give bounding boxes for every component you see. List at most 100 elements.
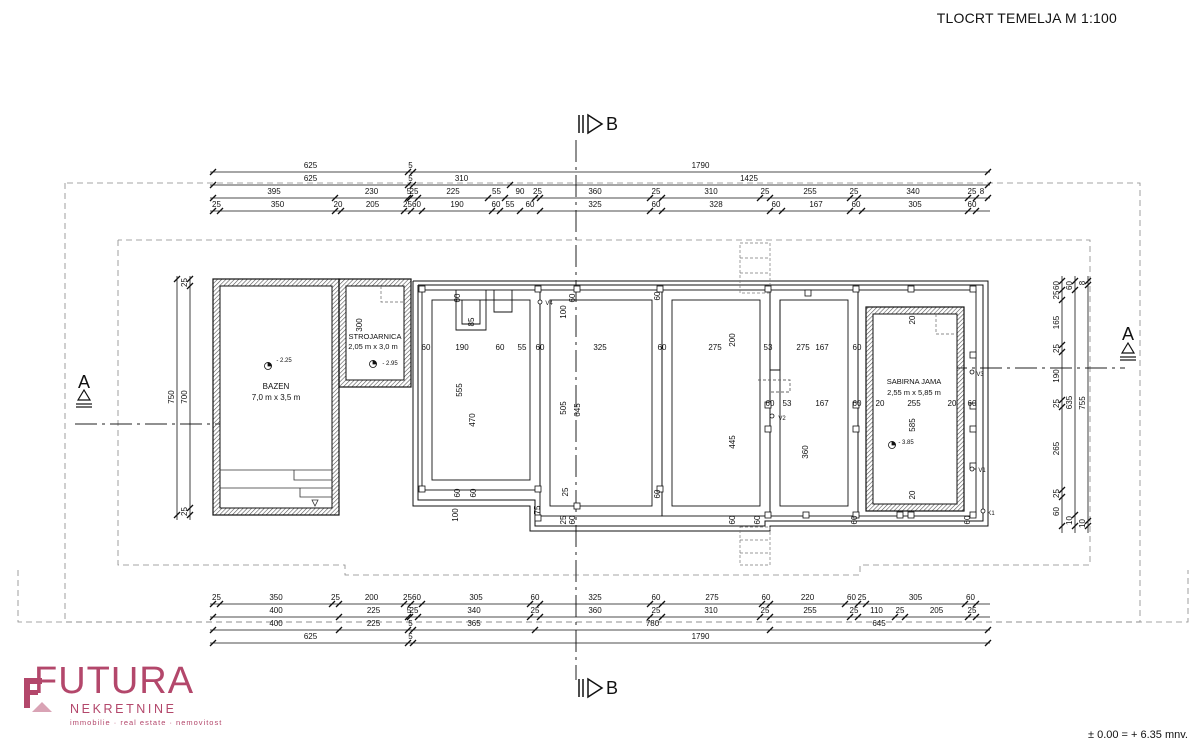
dimension-tick bbox=[418, 207, 426, 215]
dimension-label: 20 bbox=[334, 200, 343, 209]
dimension-tick bbox=[404, 194, 412, 202]
dimension-label: 60 bbox=[412, 200, 421, 209]
dimension-label: 60 bbox=[453, 293, 462, 302]
septic-size: 2,55 m x 5,85 m bbox=[887, 388, 941, 397]
dimension-tick bbox=[404, 181, 412, 189]
dimension-tick bbox=[501, 194, 509, 202]
dimension-label: 190 bbox=[1052, 369, 1061, 383]
dimension-tick bbox=[972, 194, 980, 202]
dimension-label: 365 bbox=[467, 619, 481, 628]
dimension-label: 25 bbox=[212, 200, 221, 209]
dimension-label: 60 bbox=[531, 593, 540, 602]
dimension-label: 1790 bbox=[692, 632, 710, 641]
dimension-tick bbox=[516, 207, 524, 215]
dimension-label: 60 bbox=[847, 593, 856, 602]
dimension-label: 167 bbox=[815, 399, 829, 408]
dimension-tick bbox=[404, 639, 412, 647]
dimension-label: 645 bbox=[573, 403, 582, 417]
dimension-label: 25 bbox=[850, 606, 859, 615]
dimension-tick bbox=[173, 275, 181, 283]
dimension-tick bbox=[1058, 296, 1066, 304]
dimension-tick bbox=[846, 613, 854, 621]
dimension-tick bbox=[964, 207, 972, 215]
elevation-note: ± 0.00 = + 6.35 mnv. bbox=[1087, 729, 1188, 741]
marker-v1: V1 bbox=[978, 468, 986, 474]
dimension-label: 25 bbox=[761, 606, 770, 615]
dimension-label: 25 bbox=[180, 278, 189, 287]
machine-room-name: STROJARNICA bbox=[349, 332, 402, 341]
dimension-label: 360 bbox=[588, 606, 602, 615]
dimension-tick bbox=[984, 181, 992, 189]
dimension-label: 1790 bbox=[692, 161, 710, 170]
dimension-tick bbox=[984, 194, 992, 202]
dimension-label: 167 bbox=[815, 343, 829, 352]
dimension-label: 310 bbox=[704, 606, 718, 615]
logo-subtitle: NEKRETNINE bbox=[70, 702, 177, 716]
dimension-label: 310 bbox=[455, 174, 469, 183]
dimension-tick bbox=[766, 600, 774, 608]
dimension-label: 25 bbox=[850, 187, 859, 196]
dimension-label: 25 bbox=[968, 606, 977, 615]
dimension-label: 625 bbox=[304, 174, 318, 183]
dimension-tick bbox=[536, 613, 544, 621]
dimension-tick bbox=[406, 194, 414, 202]
dimension-label: 350 bbox=[271, 200, 285, 209]
dimension-tick bbox=[1084, 277, 1092, 285]
dimension-label: 25 bbox=[180, 507, 189, 516]
dimension-label: 1425 bbox=[740, 174, 758, 183]
dimension-label: 25 bbox=[410, 187, 419, 196]
dimension-tick bbox=[526, 613, 534, 621]
section-b-markers bbox=[578, 113, 604, 699]
dimension-label: 8 bbox=[980, 187, 985, 196]
dimension-label: 255 bbox=[803, 187, 817, 196]
dimension-tick bbox=[496, 207, 504, 215]
dimension-tick bbox=[646, 613, 654, 621]
dimension-label: 60 bbox=[653, 489, 662, 498]
machine-room-level: - 2.95 bbox=[382, 361, 398, 367]
dimension-label: 55 bbox=[506, 200, 515, 209]
dimension-tick bbox=[1058, 493, 1066, 501]
dimension-tick bbox=[216, 600, 224, 608]
dimension-label: 53 bbox=[764, 343, 773, 352]
dimension-label: 5 bbox=[408, 174, 413, 183]
pool-level: - 2.25 bbox=[276, 358, 292, 364]
dimension-label: 60 bbox=[652, 593, 661, 602]
dimension-tick bbox=[209, 168, 217, 176]
dimension-label: 60 bbox=[966, 593, 975, 602]
dimension-tick bbox=[841, 600, 849, 608]
dimension-label: 60 bbox=[1052, 507, 1061, 516]
dimension-label: 60 bbox=[492, 200, 501, 209]
dimension-tick bbox=[531, 626, 539, 634]
dimension-tick bbox=[1058, 286, 1066, 294]
marker-v3: V3 bbox=[976, 372, 984, 378]
dimension-tick bbox=[972, 600, 980, 608]
foundation-outline bbox=[412, 280, 989, 532]
section-a-markers bbox=[76, 341, 1136, 408]
section-a-label-right: A bbox=[1122, 324, 1134, 344]
dimension-tick bbox=[526, 600, 534, 608]
dimension-tick bbox=[209, 613, 217, 621]
dimension-label: 200 bbox=[365, 593, 379, 602]
dimension-label: 585 bbox=[908, 418, 917, 432]
dimension-label: 625 bbox=[304, 632, 318, 641]
septic-name: SABIRNA JAMA bbox=[887, 377, 942, 386]
dimension-label: 100 bbox=[559, 305, 568, 319]
dimension-tick bbox=[1071, 522, 1079, 530]
dimension-tick bbox=[484, 194, 492, 202]
dimension-tick bbox=[756, 613, 764, 621]
dimension-tick bbox=[186, 511, 194, 519]
dimension-label: 700 bbox=[180, 390, 189, 404]
dimension-tick bbox=[536, 600, 544, 608]
dimension-label: 205 bbox=[930, 606, 944, 615]
dimension-label: 60 bbox=[568, 515, 577, 524]
dimension-label: 645 bbox=[872, 619, 886, 628]
dimension-label: 10 bbox=[1078, 519, 1087, 528]
section-b-label-bottom: B bbox=[606, 678, 618, 698]
dimension-label: 110 bbox=[870, 606, 883, 615]
section-b-label-top: B bbox=[606, 114, 618, 134]
dimension-tick bbox=[1058, 348, 1066, 356]
dimension-tick bbox=[658, 600, 666, 608]
dimension-label: 400 bbox=[269, 619, 283, 628]
septic-level: - 3.85 bbox=[898, 440, 914, 446]
dimension-label: 5 bbox=[408, 161, 413, 170]
